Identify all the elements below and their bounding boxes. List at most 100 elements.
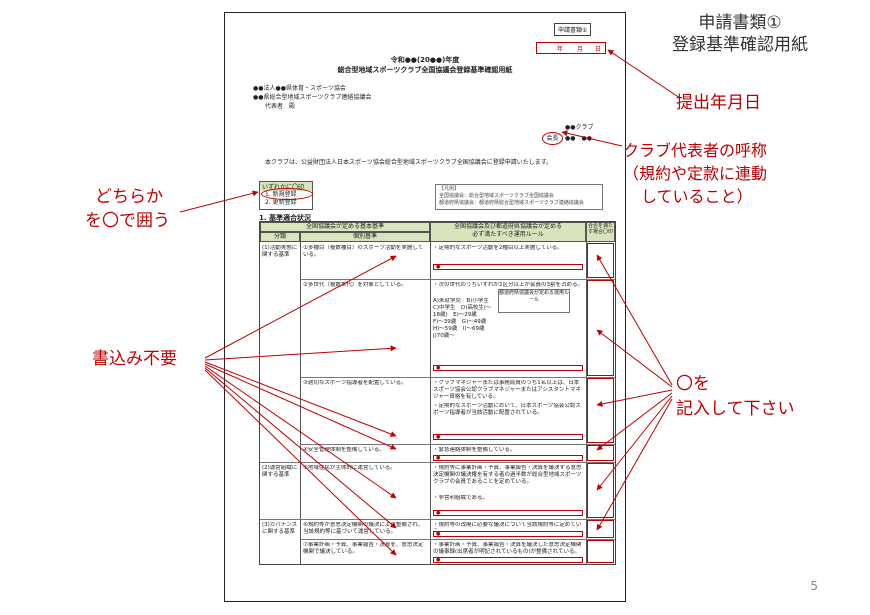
rep-title-circled: 会長: [542, 132, 563, 145]
row-divider-b: [300, 377, 615, 378]
arrow-circle-choice: [179, 190, 259, 213]
slide-title: 申請書類① 登録基準確認用紙: [630, 12, 850, 56]
legend-head: 【凡例】: [439, 186, 460, 192]
form-stamp-label: 申請書類①: [554, 23, 592, 36]
arrow-no-entry-5: [204, 365, 397, 499]
option-renewal[interactable]: 2. 更新登録: [265, 199, 297, 206]
club-name: ●●クラブ: [565, 124, 594, 131]
criterion-2: ②多世代（複数世代）を対象としている。: [303, 282, 407, 288]
arrow-no-entry-3: [204, 361, 397, 437]
check-cell-5[interactable]: [587, 463, 614, 518]
pref-rule-entry-4: ●: [433, 455, 583, 461]
col-divider-1: [300, 242, 301, 564]
category-activity: (1)活動実態に関する基準: [262, 245, 298, 258]
addressee-1: ●●法人●●県体育・スポーツ協会: [253, 85, 346, 92]
arrow-mark-3: [596, 389, 673, 407]
header-rules-l1: 全国協議会及び都道府県協議会が定める: [453, 223, 562, 230]
selection-circle: [261, 188, 313, 200]
pref-rule-entry-2: ●: [433, 365, 583, 371]
annotation-submit-date: 提出年月日: [676, 93, 761, 113]
criteria-table: 全国協議会が定める基本基準 分類 個別基準 全国協議会及び都道府県協議会が定める…: [259, 221, 616, 565]
annotation-rep-title-3: していること）: [641, 187, 753, 206]
header-rules-l2: 必ず満たすべき運用ルール: [472, 231, 544, 238]
criterion-7: ⑦事業計画・予算、事業報告・決算を、意思決定機関で議決している。: [303, 542, 424, 555]
slide-title-line2: 登録基準確認用紙: [672, 35, 808, 55]
pref-rule-note: 都道府県協議会が定める運用ルール: [498, 289, 570, 313]
pref-rule-entry-5: ●: [433, 510, 583, 516]
criterion-5: ⑤地域住民が主体的に運営している。: [303, 465, 396, 471]
category-governance: (3)ガバナンスに関する基準: [262, 522, 298, 535]
check-cell-3[interactable]: [587, 378, 614, 443]
arrow-no-entry-1: [204, 255, 397, 359]
pref-rule-entry-3: ●: [433, 434, 583, 440]
rule-5: ・緊急連絡体制を整備している。: [433, 447, 516, 453]
rule-6: ・規約等に事業計画・予算、事業報告・決算を議決する意思決定機関の議決権を有する者…: [433, 465, 582, 485]
form-title: 総合型地域スポーツクラブ全国協議会登録基準確認用紙: [337, 66, 513, 74]
addressee-3: 代表者 殿: [265, 103, 296, 110]
row-divider-d: [260, 462, 615, 463]
row-divider-f: [300, 539, 615, 540]
rule-4: ・定期的なスポーツ活動において、日本スポーツ協会公認スポーツ指導者が当該活動に配…: [433, 403, 581, 416]
arrow-mark-1: [596, 254, 673, 386]
header-individual: 個別基準: [300, 232, 430, 242]
annotation-no-entry: 書込み不要: [92, 349, 177, 369]
section-title: 1. 基準適合状況: [259, 214, 311, 222]
pref-rule-entry-7: ●: [433, 557, 583, 563]
rule-2: ・次の世代のうちいずれか2区分以上が会員の3割を占める。: [433, 282, 583, 288]
category-organization: (2)運営組織に関する基準: [262, 465, 298, 478]
rule-1: ・定期的なスポーツ活動を2種目以上実施している。: [433, 245, 563, 251]
header-rules: 全国協議会及び都道府県協議会が定める 必ず満たすべき運用ルール: [430, 222, 586, 242]
criterion-6: ⑥規約等が意思決定機関の議決により整備され、当該規約等に基づいて運営している。: [303, 522, 424, 535]
arrow-no-entry-2: [204, 345, 397, 361]
criterion-4: ④安全管理体制を整備している。: [303, 447, 385, 453]
header-basic-criteria: 全国協議会が定める基本基準: [260, 222, 430, 232]
pref-rule-entry-6: ●: [433, 531, 583, 537]
arrow-mark-4: [596, 392, 673, 451]
arrow-no-entry-6: [204, 367, 397, 529]
col-divider-3: [586, 242, 587, 564]
arrow-mark-5: [596, 395, 673, 491]
annotation-mark-2: 記入して下さい: [676, 399, 795, 419]
arrow-mark-6: [596, 398, 673, 531]
col-divider-2: [430, 242, 431, 564]
row-divider-e: [260, 519, 615, 520]
rule-7: ・非営利組織である。: [433, 495, 488, 501]
rule-8: ・規約等の改廃に必要な議決について当該規約等に定めている。: [433, 522, 582, 528]
age-groups: A)未就学児 B)小学生 C)中学生 D)高校生(〜18歳) E)〜29歳 F)…: [433, 298, 493, 339]
page-number: 5: [810, 579, 818, 593]
header-check: 合否を満たす場合〇印: [586, 222, 615, 242]
addressee-2: ●●県総合型地域スポーツクラブ連絡協議会: [253, 94, 372, 101]
arrow-no-entry-4: [204, 363, 397, 450]
annotation-circle-choice-2: を〇で囲う: [85, 211, 170, 231]
check-cell-6[interactable]: [587, 520, 614, 538]
annotation-rep-title-2: （規約や定款に連動: [623, 164, 768, 183]
header-category: 分類: [260, 232, 300, 242]
application-statement: 本クラブは、公益財団法人日本スポーツ協会総合型地域スポーツクラブ全国協議会に登録…: [265, 159, 553, 166]
check-cell-1[interactable]: [587, 243, 614, 278]
row-divider-c: [300, 444, 615, 445]
pref-rule-entry-1: ●: [433, 264, 583, 270]
annotation-circle-choice-1: どちらか: [95, 187, 163, 207]
form-title-year: 令和●●(20●●)年度: [390, 56, 460, 64]
check-cell-7[interactable]: [587, 540, 614, 563]
rule-3: ・クラブマネジャーまたは事務局員のうち1名以上は、日本スポーツ協会公認クラブマネ…: [433, 380, 581, 400]
slide-title-line1: 申請書類①: [698, 13, 782, 33]
submission-date-box[interactable]: 年 月 日: [536, 42, 606, 54]
arrow-rep-title: [561, 130, 623, 147]
rep-name: ●● ●●: [565, 135, 592, 142]
legend-box: 【凡例】 全国協議会：総合型地域スポーツクラブ全国協議会 都道府県協議会：都道府…: [435, 184, 603, 210]
criterion-3: ③適切なスポーツ指導者を配置している。: [303, 380, 407, 386]
application-form-page: 申請書類① 年 月 日 令和●●(20●●)年度 総合型地域スポーツクラブ全国協…: [224, 12, 626, 602]
arrow-no-entry-7: [204, 369, 397, 556]
check-cell-2[interactable]: [587, 280, 614, 376]
annotation-rep-title-1: クラブ代表者の呼称: [623, 141, 768, 160]
annotation-mark-1: 〇を: [676, 374, 710, 394]
row-divider-a: [300, 279, 615, 280]
date-month: 月: [577, 46, 584, 53]
date-day: 日: [595, 46, 602, 53]
rule-9: ・事業計画・予算、事業報告・決算を議決した意思決定機関の議事録(出席者が明記され…: [433, 542, 582, 555]
legend-line-2: 都道府県協議会：都道府県総合型地域スポーツクラブ連絡協議会: [439, 200, 584, 206]
criterion-1: ①多種目（複数種目）のスポーツ活動を実施している。: [303, 245, 424, 258]
date-year: 年: [557, 46, 564, 53]
